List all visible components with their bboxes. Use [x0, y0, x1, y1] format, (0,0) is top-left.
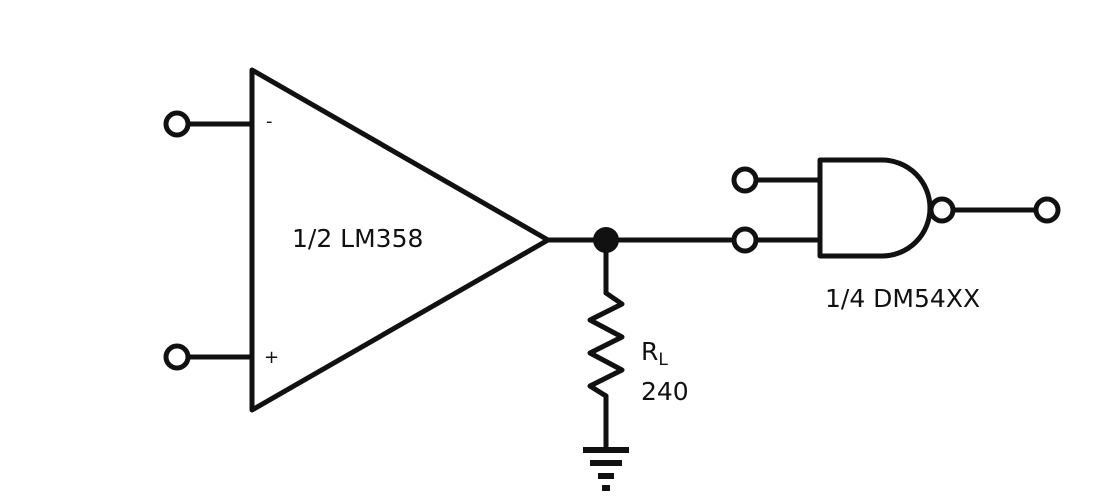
resistor-zigzag	[587, 290, 625, 399]
nand-inversion-bubble	[928, 196, 956, 224]
nand-gate-body	[817, 157, 933, 259]
gate-output-terminal[interactable]	[1033, 196, 1061, 224]
resistor-value: 240	[641, 377, 689, 406]
ground-icon	[583, 447, 629, 491]
opamp-noninverting-sign: +	[264, 347, 279, 368]
gate-label: 1/4 DM54XX	[825, 284, 980, 313]
resistor-name: RL	[641, 337, 668, 370]
gate-input-b-terminal[interactable]	[731, 226, 759, 254]
inverting-input-terminal[interactable]	[163, 110, 191, 138]
opamp-label: 1/2 LM358	[292, 224, 423, 253]
opamp-triangle	[249, 67, 551, 413]
opamp-inverting-sign: -	[266, 111, 273, 132]
gate-input-a-terminal[interactable]	[731, 166, 759, 194]
noninverting-input-terminal[interactable]	[163, 343, 191, 371]
